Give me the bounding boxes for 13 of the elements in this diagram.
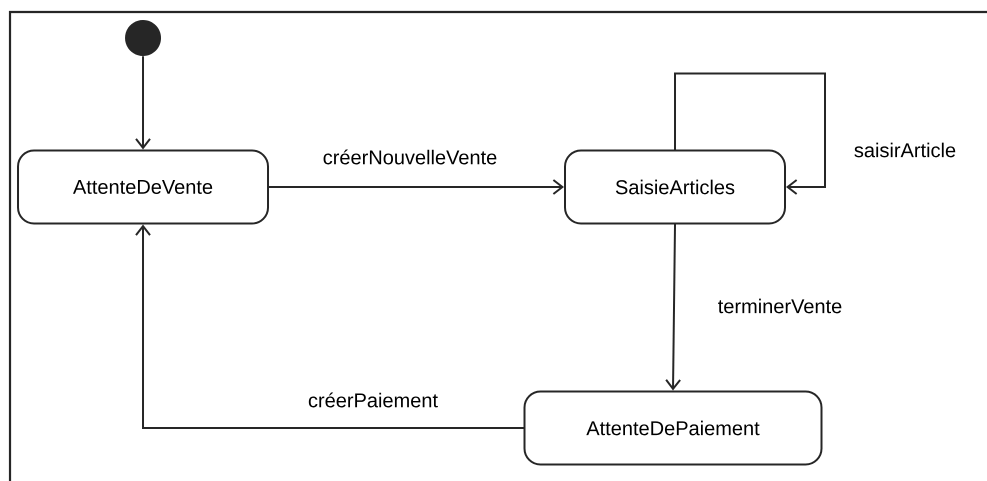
- state-box: SaisieArticles: [564, 150, 786, 224]
- arrow: [674, 72, 826, 195]
- state-box: AttenteDeVente: [17, 150, 269, 224]
- arrow: [135, 56, 151, 150]
- arrow: [135, 224, 524, 429]
- arrow: [665, 224, 681, 390]
- edge-label: saisirArticle: [852, 140, 958, 160]
- state-box: AttenteDePaiement: [524, 390, 822, 466]
- arrow: [269, 179, 564, 195]
- edge-label: créerPaiement: [306, 390, 440, 410]
- edge-label: terminerVente: [716, 296, 844, 316]
- initial-state-dot: [125, 20, 162, 56]
- edge-label: créerNouvelleVente: [320, 148, 500, 166]
